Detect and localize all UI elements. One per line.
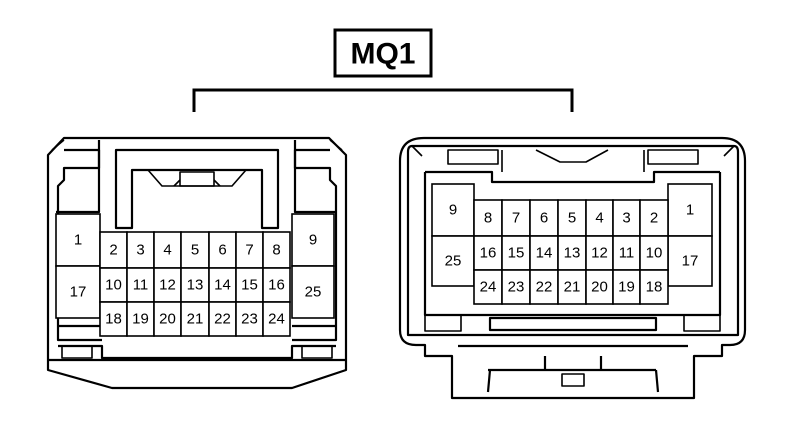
pin-label: 24 xyxy=(268,311,285,328)
cell-box xyxy=(501,199,531,237)
pin-label: 21 xyxy=(564,279,581,296)
pin-label: 2 xyxy=(650,210,658,227)
pin-label: 6 xyxy=(218,242,226,259)
pin-label: 7 xyxy=(512,210,520,227)
cell-box xyxy=(639,269,669,305)
pin-label: 8 xyxy=(272,242,280,259)
cell-box xyxy=(501,235,531,271)
pin-label: 8 xyxy=(484,210,492,227)
cell-box xyxy=(612,235,641,271)
cell-box xyxy=(208,301,237,337)
pin-label: 5 xyxy=(191,242,199,259)
pin-label: 17 xyxy=(70,284,87,301)
pin-label: 20 xyxy=(159,311,176,328)
cell-box xyxy=(529,269,559,305)
cell-box xyxy=(291,213,335,267)
pin-label: 16 xyxy=(268,277,285,294)
pin-label: 13 xyxy=(564,245,581,262)
pin-label: 15 xyxy=(241,277,258,294)
cell-box xyxy=(612,269,641,305)
pin-label: 24 xyxy=(480,279,497,296)
connector-label: MQ1 xyxy=(350,38,415,71)
pin-label: 14 xyxy=(214,277,231,294)
pin-label: 23 xyxy=(508,279,525,296)
pin-label: 20 xyxy=(591,279,608,296)
connector-bracket xyxy=(192,88,574,112)
pin-label: 10 xyxy=(105,277,122,294)
pin-label: 12 xyxy=(591,245,608,262)
right-connector xyxy=(398,136,747,400)
cell-box xyxy=(262,301,291,337)
left-connector xyxy=(46,136,348,390)
cell-box xyxy=(557,235,587,271)
pin-label: 14 xyxy=(536,245,553,262)
cell-box xyxy=(126,267,155,303)
cell-box xyxy=(585,269,614,305)
cell-box xyxy=(235,231,264,269)
cell-box xyxy=(529,235,559,271)
pin-label: 4 xyxy=(163,242,171,259)
pin-label: 7 xyxy=(245,242,253,259)
pin-label: 25 xyxy=(305,284,322,301)
pin-label: 22 xyxy=(214,311,231,328)
cell-box xyxy=(126,301,155,337)
connector-label-box xyxy=(333,28,433,78)
cell-box xyxy=(639,199,669,237)
pin-label: 4 xyxy=(595,210,603,227)
pin-label: 23 xyxy=(241,311,258,328)
pin-label: 16 xyxy=(480,245,497,262)
pin-label: 12 xyxy=(159,277,176,294)
pin-label: 11 xyxy=(133,277,149,294)
cell-box xyxy=(180,231,210,269)
cell-box xyxy=(180,301,210,337)
pin-label: 3 xyxy=(136,242,144,259)
cell-box xyxy=(473,269,503,305)
cell-box xyxy=(667,235,713,287)
cell-box xyxy=(291,265,335,319)
pin-label: 5 xyxy=(568,210,576,227)
pin-label: 11 xyxy=(619,245,635,262)
pin-label: 13 xyxy=(187,277,204,294)
pin-label: 18 xyxy=(646,279,663,296)
pin-label: 25 xyxy=(445,253,462,270)
cell-box xyxy=(431,235,475,287)
pin-label: 15 xyxy=(508,245,525,262)
cell-box xyxy=(639,235,669,271)
pin-label: 9 xyxy=(449,202,457,219)
pin-label: 17 xyxy=(682,253,699,270)
pin-label: 1 xyxy=(686,202,694,219)
cell-box xyxy=(262,231,291,269)
pin-label: 2 xyxy=(109,242,117,259)
pin-label: 10 xyxy=(646,245,663,262)
pin-label: 9 xyxy=(309,232,317,249)
pin-label: 21 xyxy=(187,311,204,328)
cell-box xyxy=(235,301,264,337)
cell-box xyxy=(55,265,101,319)
cell-box xyxy=(99,301,128,337)
left-connector-cells xyxy=(55,213,335,337)
cell-box xyxy=(126,231,155,269)
pin-label: 19 xyxy=(132,311,149,328)
cell-box xyxy=(557,269,587,305)
pin-label: 3 xyxy=(622,210,630,227)
cell-box xyxy=(262,267,291,303)
cell-box xyxy=(55,213,101,267)
pin-label: 18 xyxy=(105,311,122,328)
right-connector-labels: 9 25 1 17 8 7 6 5 4 3 2 16 15 14 13 12 1… xyxy=(445,202,699,296)
pin-label: 1 xyxy=(74,232,82,249)
left-connector-labels: 1 17 9 25 2 3 4 5 6 7 8 10 11 12 13 14 1… xyxy=(70,232,322,328)
cell-box xyxy=(208,231,237,269)
pin-label: 6 xyxy=(540,210,548,227)
pin-label: 19 xyxy=(618,279,635,296)
right-connector-cells xyxy=(431,183,713,305)
pin-label: 22 xyxy=(536,279,553,296)
